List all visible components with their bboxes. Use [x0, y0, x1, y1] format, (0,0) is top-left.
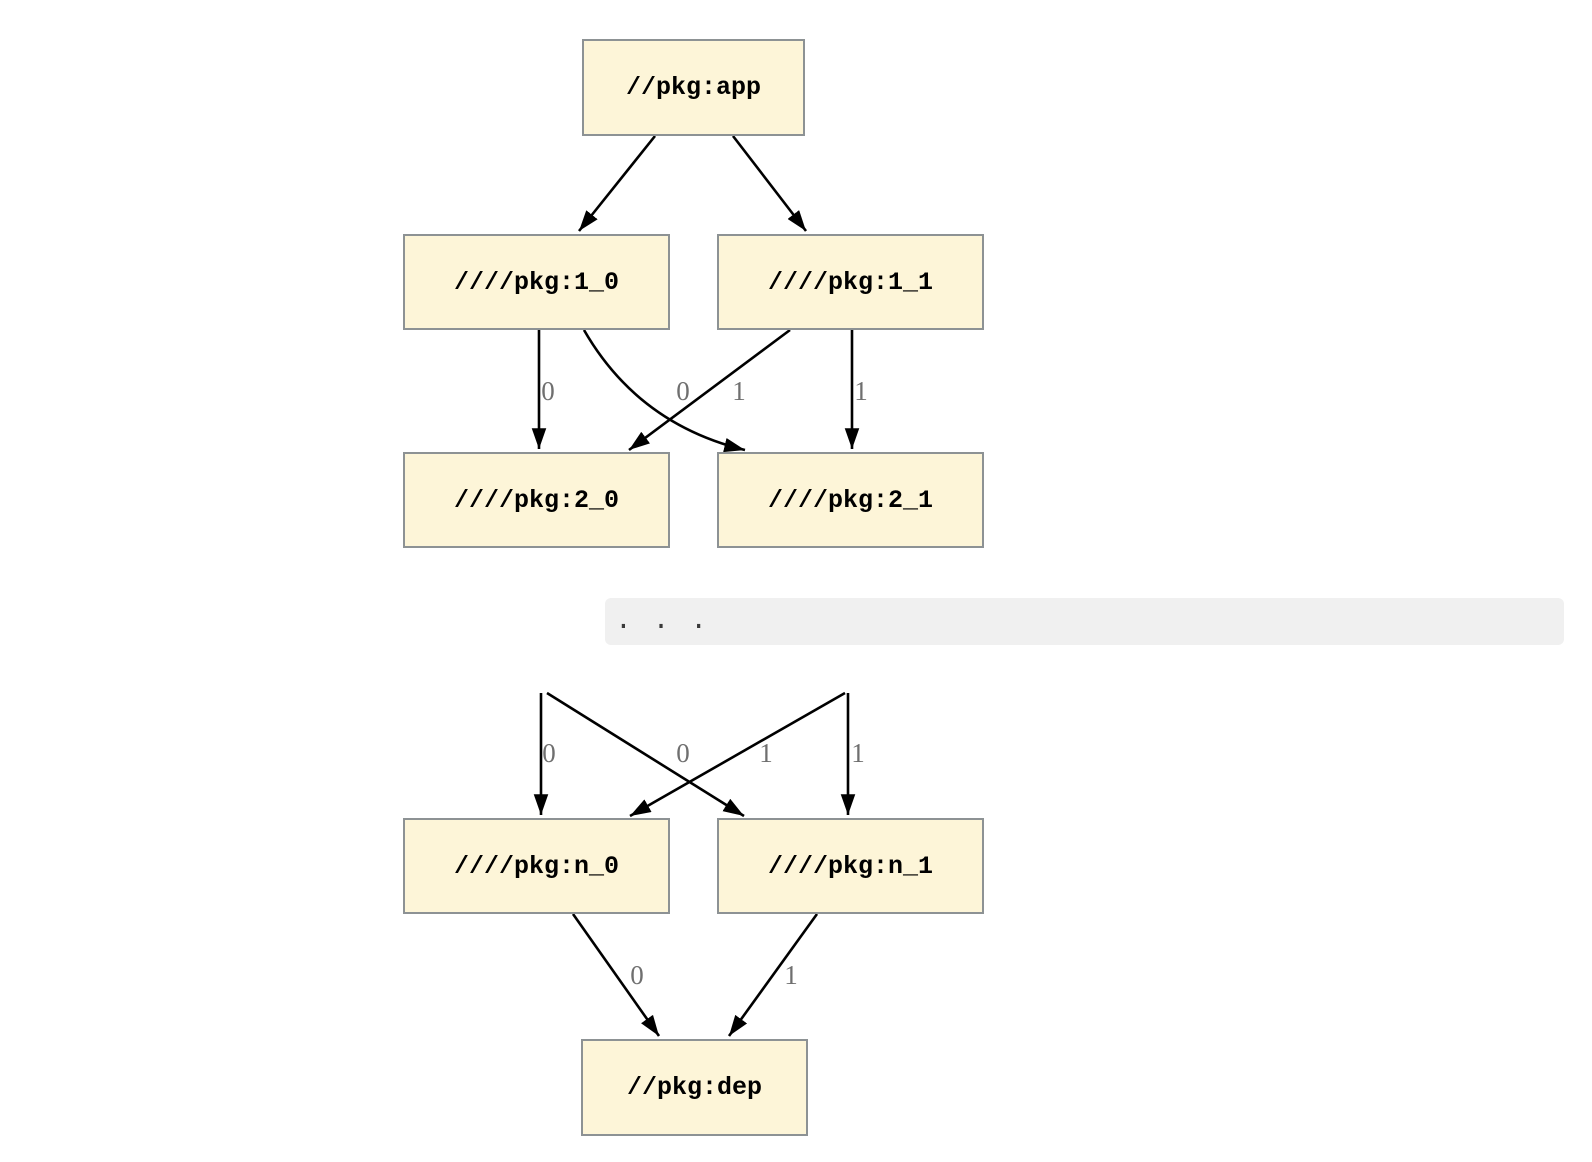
node-pkg-1_0: ////pkg:1_0 — [403, 234, 670, 330]
edge-label: 1 — [732, 376, 746, 406]
edge-n_0-to-dep — [571, 913, 661, 1037]
edge-n_1-to-dep — [727, 913, 819, 1037]
node-pkg-n_1: ////pkg:n_1 — [717, 818, 984, 914]
node-pkg-1_1: ////pkg:1_1 — [717, 234, 984, 330]
edge-label: 0 — [676, 738, 690, 768]
edge-prev0-to-n_1 — [546, 691, 745, 818]
edge-app-to-1_1 — [731, 135, 808, 232]
node-pkg-2_0: ////pkg:2_0 — [403, 452, 670, 548]
edge-label: 1 — [784, 960, 798, 990]
edge-label: 1 — [759, 738, 773, 768]
edge-app-to-1_0 — [577, 135, 657, 232]
edge-1_1-to-2_0 — [628, 328, 791, 452]
node-pkg-dep: //pkg:dep — [581, 1039, 808, 1136]
edge-label: 0 — [630, 960, 644, 990]
node-pkg-n_0: ////pkg:n_0 — [403, 818, 670, 914]
ellipsis-band: . . . — [605, 598, 1564, 645]
edge-label: 0 — [541, 376, 555, 406]
edge-label: 0 — [542, 738, 556, 768]
node-pkg-2_1: ////pkg:2_1 — [717, 452, 984, 548]
edge-1_0-to-2_1 — [582, 329, 746, 453]
edge-label: 1 — [851, 738, 865, 768]
edge-label: 1 — [854, 376, 868, 406]
edge-prev1-to-n_0 — [629, 691, 846, 818]
edge-label: 0 — [676, 376, 690, 406]
node-pkg-app: //pkg:app — [582, 39, 805, 136]
